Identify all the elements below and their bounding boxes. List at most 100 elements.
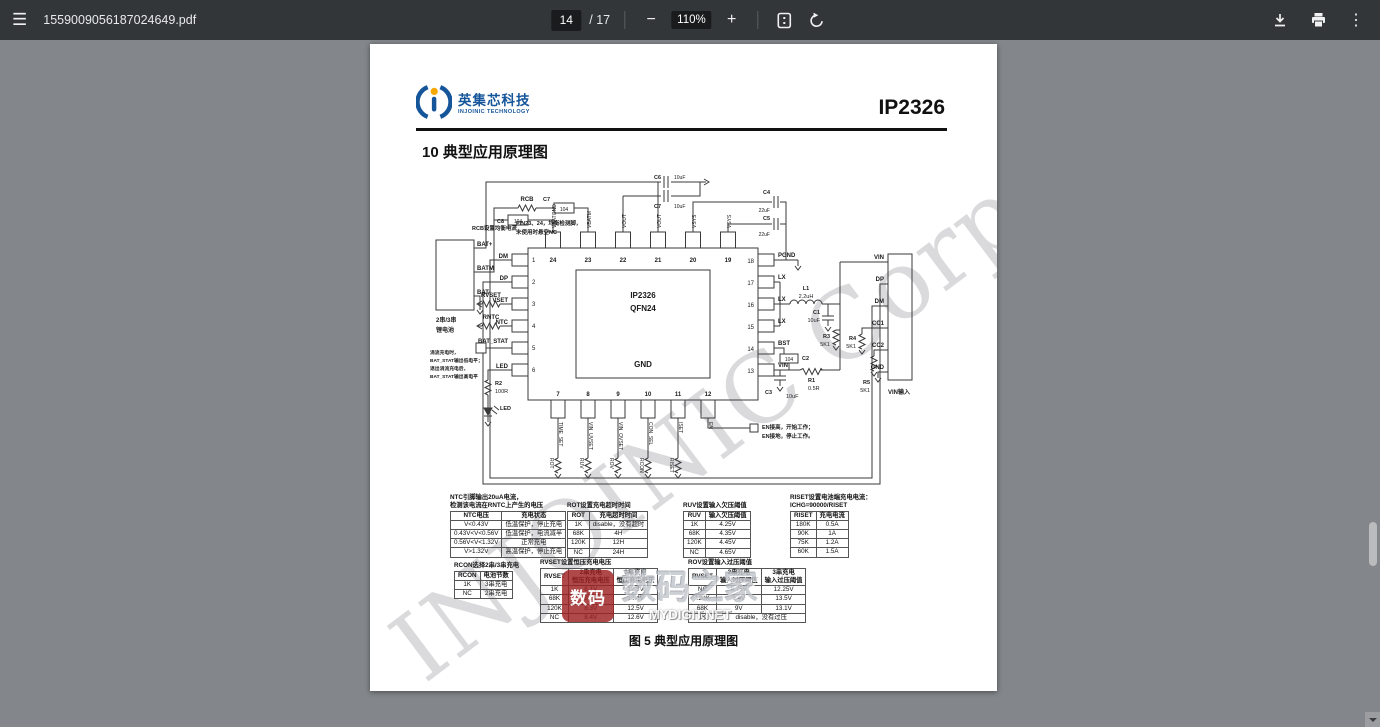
more-options-button[interactable]: ⋮: [1344, 8, 1368, 32]
table-cell: 180K: [790, 519, 817, 531]
chip-body: [575, 269, 711, 379]
pdf-viewport[interactable]: 英集芯科技 INJOINIC TECHNOLOGY IP2326 10 典型应用…: [0, 40, 1380, 727]
schematic-labels: BAT+ BATM BAT- 2串/3串 锂电池 RCB RCB设置均衡电流 C…: [430, 175, 910, 473]
scrollbar-thumb[interactable]: [1369, 522, 1377, 566]
fit-page-button[interactable]: [773, 8, 797, 32]
zoom-level[interactable]: 110%: [671, 11, 712, 29]
table-cell: 1.2A: [815, 538, 849, 549]
section-title: 10 典型应用原理图: [422, 144, 548, 161]
page-number-input[interactable]: [551, 9, 582, 31]
toolbar-left: ☰ 1559009056187024649.pdf: [12, 10, 196, 30]
pin-number: 6: [532, 368, 536, 374]
note-text: BAT_STAT输出低电平；: [430, 357, 483, 364]
print-button[interactable]: [1306, 8, 1330, 32]
part-number: IP2326: [878, 96, 945, 119]
component-label: C3: [765, 390, 772, 396]
note-text: BAT_STAT输出高电平: [430, 373, 478, 380]
table-header: 充电超时时间: [588, 510, 649, 522]
injoinic-logo-icon: [416, 85, 452, 119]
pin-number: 18: [747, 259, 754, 265]
table-cell: 60K: [790, 547, 817, 558]
note-text: EN接地，停止工作。: [762, 432, 814, 440]
component-value: 100R: [495, 389, 508, 395]
scrollbar-down-button[interactable]: [1365, 712, 1380, 727]
table-cell: 4H: [588, 529, 649, 540]
pin-label: BST: [778, 341, 790, 347]
table-cell: 0.56V<V<1.32V: [449, 538, 503, 549]
table-cell: NC: [540, 612, 569, 623]
pin-label: LX: [778, 319, 786, 325]
pin-number: 11: [675, 392, 682, 398]
component-label: R3: [823, 334, 830, 340]
pin-label: VIN_OVSET: [617, 422, 623, 450]
table-cell: V>1.32V: [449, 547, 503, 558]
pin-number: 20: [690, 258, 697, 264]
pin-label: ISET: [677, 422, 683, 433]
net-label: BAT+: [477, 242, 493, 248]
table-cell: NC: [454, 589, 481, 600]
pin-number: 2: [532, 280, 536, 286]
net-label: CC2: [872, 343, 885, 349]
table-header: RISET: [790, 510, 817, 521]
pin-number: 12: [705, 392, 712, 398]
component-value: 104: [560, 207, 569, 213]
table-title: ROT设置充电超时时间: [567, 502, 631, 509]
table-cell: 13.5V: [760, 594, 807, 605]
table-cell: 8.2V: [567, 594, 614, 605]
net-label: CC1: [872, 321, 885, 327]
pin-label: LX: [778, 297, 786, 303]
component-value: 22uF: [759, 232, 770, 238]
pin-label: NTC: [496, 320, 509, 326]
rotate-ccw-button[interactable]: [805, 8, 829, 32]
download-icon: [1275, 14, 1285, 27]
net-label: VIN: [874, 255, 884, 261]
table-cell: 12.25V: [760, 585, 807, 596]
table-header: 2串充电 恒压充电电压: [567, 567, 614, 587]
table-title: RUV设置输入欠压阈值: [683, 502, 747, 509]
table-cell: 12.6V: [612, 612, 659, 623]
zoom-in-button[interactable]: +: [720, 8, 744, 32]
table-cell: disable，没有超时: [588, 520, 649, 531]
brand-name-cn: 英集芯科技: [458, 93, 531, 108]
table-header: ROT: [567, 510, 590, 522]
table-cell: 12.3V: [612, 585, 659, 596]
table-cell: 68K: [688, 603, 717, 614]
table-header: 3串充电 输入过压阈值: [760, 567, 807, 587]
table-cell: 1K: [688, 612, 717, 623]
pin-label: DP: [500, 276, 508, 282]
table-cell: 9V: [715, 603, 762, 614]
table-cell: 4.65V: [704, 547, 751, 558]
pin-number: 16: [747, 303, 754, 309]
cap-c7-box: [553, 202, 575, 214]
pin-number: 3: [532, 302, 536, 308]
component-label: RCB: [521, 197, 535, 203]
table-header: 输入欠压阈值: [704, 510, 751, 522]
zoom-out-button[interactable]: −: [639, 8, 663, 32]
table-title: ROV设置输入过压阈值: [688, 559, 753, 566]
pin-label: EN: [707, 422, 713, 429]
chip-package: QFN24: [630, 304, 656, 313]
download-button[interactable]: [1268, 8, 1292, 32]
application-schematic: BAT+ BATM BAT- 2串/3串 锂电池 RCB RCB设置均衡电流 C…: [430, 175, 913, 485]
bat-stat-testpoint: [475, 342, 487, 354]
table-cell: 8.4V: [567, 612, 614, 623]
table-cell: 8.3V: [567, 603, 614, 614]
component-label: C5: [763, 216, 770, 222]
pin-label: TIME_SET: [557, 422, 563, 446]
document-title: 1559009056187024649.pdf: [43, 13, 197, 27]
pin-label: VSYS: [692, 214, 698, 228]
menu-icon[interactable]: ☰: [12, 10, 28, 29]
fit-page-icon: [777, 12, 792, 28]
